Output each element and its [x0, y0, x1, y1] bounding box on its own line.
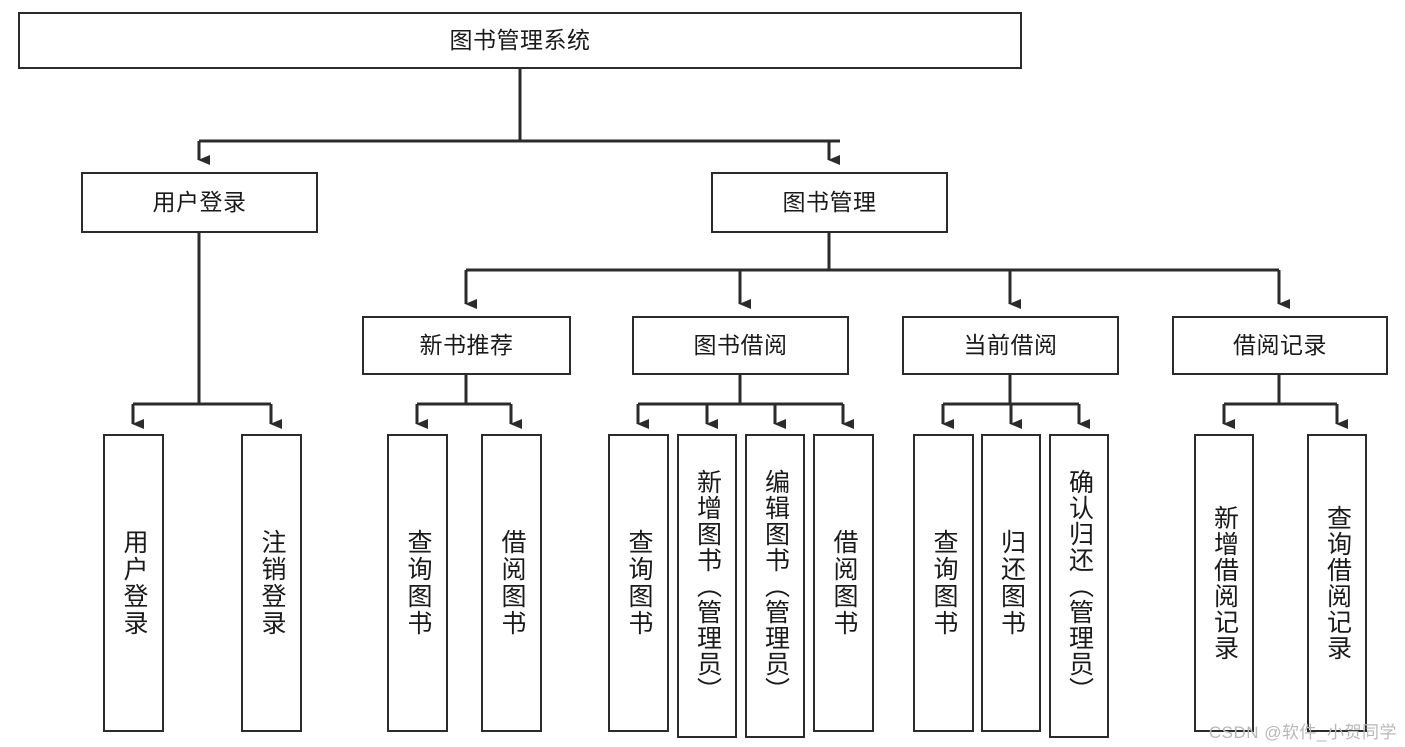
leaf-borrow-book-label: 借阅图书: [830, 529, 858, 637]
csdn-watermark: CSDN @软件_小贺同学: [1208, 723, 1397, 742]
leaf-query-book-newbook[interactable]: 查询图书: [387, 434, 448, 732]
leaf-borrow-book-newbook[interactable]: 借阅图书: [481, 434, 542, 732]
node-borrow-record-label: 借阅记录: [1233, 332, 1327, 359]
leaf-query-book-borrow[interactable]: 查询图书: [608, 434, 669, 732]
leaf-query-borrow-record[interactable]: 查询借阅记录: [1307, 434, 1367, 732]
leaf-confirm-return-admin-label: 确认归还（管理员）: [1065, 469, 1094, 703]
leaf-user-login-label: 用户登录: [120, 529, 148, 637]
node-book-borrow-label: 图书借阅: [693, 332, 788, 359]
leaf-query-borrow-record-label: 查询借阅记录: [1323, 505, 1352, 661]
leaf-add-book-admin[interactable]: 新增图书（管理员）: [677, 434, 737, 738]
node-book-management-label: 图书管理: [782, 189, 877, 216]
leaf-query-book-current[interactable]: 查询图书: [913, 434, 974, 732]
leaf-add-borrow-record[interactable]: 新增借阅记录: [1194, 434, 1254, 732]
node-root-label: 图书管理系统: [449, 27, 591, 54]
leaf-query-book-borrow-label: 查询图书: [625, 529, 653, 637]
leaf-query-book-current-label: 查询图书: [930, 529, 958, 637]
node-root[interactable]: 图书管理系统: [18, 12, 1022, 69]
leaf-logout-label: 注销登录: [258, 529, 286, 637]
leaf-edit-book-admin-label: 编辑图书（管理员）: [761, 469, 790, 703]
node-book-borrow[interactable]: 图书借阅: [632, 316, 849, 375]
leaf-logout[interactable]: 注销登录: [241, 434, 302, 732]
node-new-book-recommend[interactable]: 新书推荐: [362, 316, 571, 375]
node-user-login-label: 用户登录: [152, 189, 247, 216]
node-current-borrow-label: 当前借阅: [963, 332, 1058, 359]
leaf-borrow-book-newbook-label: 借阅图书: [498, 529, 526, 637]
leaf-borrow-book[interactable]: 借阅图书: [813, 434, 874, 732]
leaf-user-login[interactable]: 用户登录: [103, 434, 164, 732]
leaf-return-book[interactable]: 归还图书: [981, 434, 1041, 732]
leaf-add-book-admin-label: 新增图书（管理员）: [693, 469, 722, 703]
node-book-management[interactable]: 图书管理: [711, 172, 948, 233]
node-user-login[interactable]: 用户登录: [81, 172, 318, 233]
node-current-borrow[interactable]: 当前借阅: [902, 316, 1119, 375]
leaf-return-book-label: 归还图书: [997, 529, 1026, 637]
leaf-confirm-return-admin[interactable]: 确认归还（管理员）: [1049, 434, 1109, 738]
leaf-add-borrow-record-label: 新增借阅记录: [1210, 505, 1239, 661]
leaf-edit-book-admin[interactable]: 编辑图书（管理员）: [745, 434, 805, 738]
node-new-book-recommend-label: 新书推荐: [419, 332, 514, 359]
leaf-query-book-newbook-label: 查询图书: [404, 529, 432, 637]
node-borrow-record[interactable]: 借阅记录: [1172, 316, 1388, 375]
